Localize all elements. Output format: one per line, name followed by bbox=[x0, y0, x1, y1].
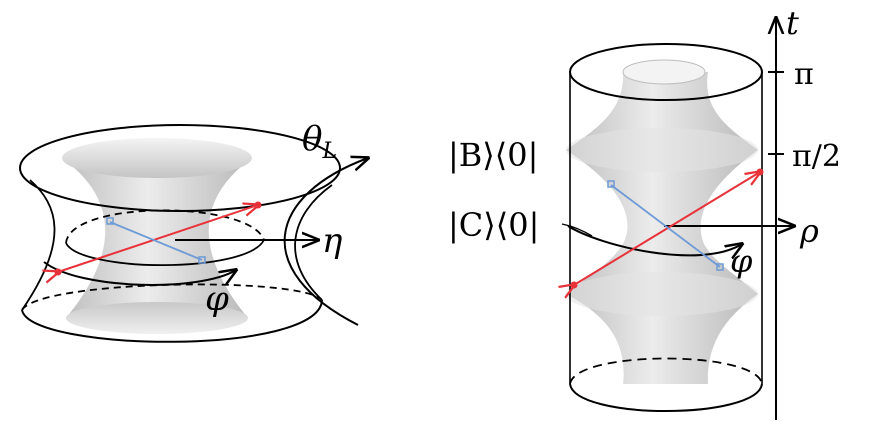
right-cylinder-bottom-back bbox=[569, 357, 763, 385]
right-figure: t π π/2 ρ φ |B⟩⟨0| |C⟩⟨0| bbox=[448, 4, 841, 420]
right-blue-geodesic bbox=[610, 184, 721, 268]
right-t-label: t bbox=[786, 4, 799, 42]
right-rho-label: ρ bbox=[799, 212, 819, 250]
right-periodic-surface bbox=[566, 72, 758, 384]
left-phi-label: φ bbox=[205, 279, 229, 319]
right-red-geodesic bbox=[574, 172, 760, 285]
right-cylinder-bottom-front bbox=[569, 383, 763, 412]
left-eta-label: η bbox=[322, 221, 343, 261]
left-figure: θL η φ bbox=[19, 119, 368, 343]
left-theta-label: θL bbox=[302, 119, 337, 164]
left-theta-curve bbox=[283, 158, 368, 326]
right-tick-pi-label: π bbox=[794, 57, 814, 92]
right-red-endpoint-a bbox=[570, 281, 578, 289]
left-outer-side-left bbox=[21, 179, 56, 311]
left-outer-side-right bbox=[294, 184, 333, 301]
right-blue-endpoint-a bbox=[607, 180, 615, 188]
left-blue-endpoint-b bbox=[198, 256, 206, 264]
right-blue-endpoint-b bbox=[716, 263, 724, 271]
right-bulge-upper bbox=[566, 128, 758, 172]
right-red-endpoint-b bbox=[756, 168, 764, 176]
right-c-pointer bbox=[561, 223, 593, 237]
right-phi-label: φ bbox=[730, 242, 753, 280]
left-bottom-ring-front bbox=[21, 299, 323, 343]
left-red-geodesic bbox=[58, 205, 258, 272]
right-top-opening bbox=[622, 59, 706, 85]
right-ket-c-label: |C⟩⟨0| bbox=[448, 206, 539, 244]
left-red-endpoint-b bbox=[254, 201, 262, 209]
left-bottom-opening bbox=[66, 302, 248, 334]
right-tick-pi-half-label: π/2 bbox=[792, 139, 841, 174]
left-top-opening bbox=[62, 138, 252, 178]
right-ket-b-label: |B⟩⟨0| bbox=[448, 136, 538, 174]
left-red-endpoint-a bbox=[54, 268, 62, 276]
left-blue-endpoint-a bbox=[106, 217, 114, 225]
left-blue-geodesic bbox=[109, 221, 203, 261]
